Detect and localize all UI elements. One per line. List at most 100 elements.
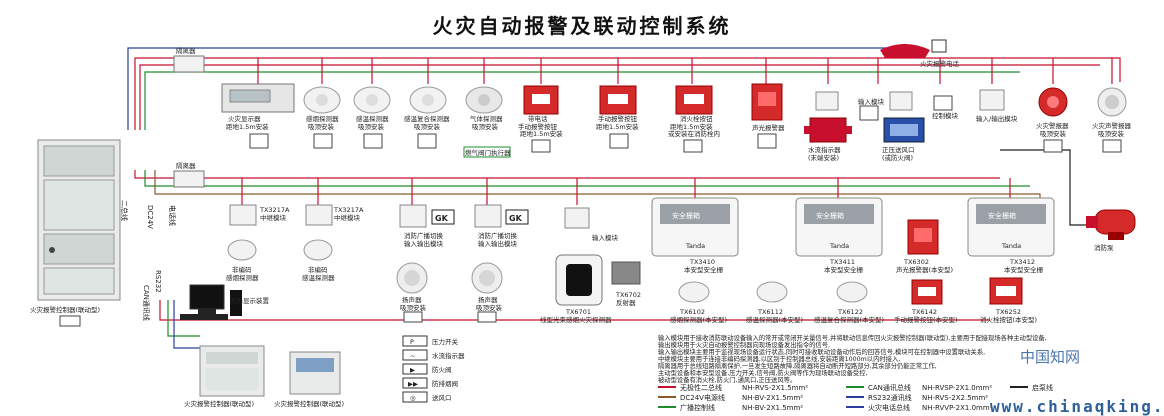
svg-text:(末端安装): (末端安装) <box>808 153 839 162</box>
bus-label-phone: 电话线 <box>168 205 177 226</box>
svg-text:NH-BV-2X1.5mm²: NH-BV-2X1.5mm² <box>742 404 803 412</box>
svg-text:正压送风口: 正压送风口 <box>882 145 915 154</box>
svg-text:感温复合探测器: 感温复合探测器 <box>404 114 450 123</box>
svg-text:输入模块用于接收消防联动设备输入的常开或常闭开关量信号,并将: 输入模块用于接收消防联动设备输入的常开或常闭开关量信号,并将联动信息传回火灾报警… <box>658 333 1047 342</box>
symbol-legend: P 压力开关 ~ 水流指示器 ▶ 防火阀 ▶▶ 防排烟阀 ◎ 送风口 <box>402 335 465 403</box>
svg-text:手动报警按钮: 手动报警按钮 <box>518 122 558 131</box>
watermark-cn: 中国知网 <box>1020 348 1080 366</box>
fire-phone-label: 火灾报警电话 <box>920 59 960 68</box>
svg-text:气体探测器: 气体探测器 <box>470 114 503 123</box>
manual-button: 手动报警按钮 距地1.5m安装 <box>596 85 639 149</box>
graphic-display: 图形显示装置 <box>180 284 270 320</box>
safety-box-3: 安全栅箱 Tanda TX3412 本安型安全栅 <box>967 197 1055 274</box>
intrinsic-button: TX6142 手动报警按钮(本安型) <box>894 279 958 324</box>
heat-detector: 感温探测器 吸顶安装 <box>353 86 391 149</box>
svg-text:感烟探测器(本安型): 感烟探测器(本安型) <box>670 315 727 324</box>
svg-text:中继模块: 中继模块 <box>260 213 287 222</box>
svg-text:被动型设备有消火栓,防火门,通风口,正压送风等。: 被动型设备有消火栓,防火门,通风口,正压送风等。 <box>658 375 796 384</box>
svg-text:输出模块用于火灾自动报警控制器向现场设备发出指令的信号,: 输出模块用于火灾自动报警控制器向现场设备发出指令的信号, <box>658 340 830 349</box>
svg-text:NH-RVS-2X2.5mm²: NH-RVS-2X2.5mm² <box>922 394 988 402</box>
svg-text:TX6252: TX6252 <box>995 308 1021 316</box>
svg-text:吸顶安装: 吸顶安装 <box>476 303 503 312</box>
bus-mid-green <box>144 170 1030 187</box>
svg-text:火灾显示器: 火灾显示器 <box>228 114 261 123</box>
beam-detector: TX6701 线型光束感烟火灾探测器 TX6702 反射器 <box>540 254 641 324</box>
svg-text:吸顶安装: 吸顶安装 <box>1098 129 1125 138</box>
svg-text:输入输出模块: 输入输出模块 <box>478 239 518 248</box>
fire-display: 火灾显示器 距地1.5m安装 <box>221 83 295 149</box>
svg-text:TX3217A: TX3217A <box>259 206 290 214</box>
svg-text:TX6102: TX6102 <box>679 308 705 316</box>
svg-text:~: ~ <box>410 352 415 360</box>
svg-text:消防广播切换: 消防广播切换 <box>404 231 444 240</box>
panel-secondary-1: 火灾报警控制器(联动型) <box>184 345 265 408</box>
svg-text:安全栅箱: 安全栅箱 <box>988 211 1016 220</box>
watermark: 中国知网 www.chinaqking.com <box>990 348 1164 416</box>
svg-text:主动型设备和本安型设备,压力开关,信号阀,防火阀等作为现场联: 主动型设备和本安型设备,压力开关,信号阀,防火阀等作为现场联动设备受控, <box>658 368 868 377</box>
svg-text:GK: GK <box>509 214 523 223</box>
svg-text:水流指示器: 水流指示器 <box>808 145 841 154</box>
fire-phone: 火灾报警电话 <box>880 39 960 68</box>
bus-mid-red <box>134 170 1000 179</box>
svg-text:手动报警按钮(本安型): 手动报警按钮(本安型) <box>894 315 958 324</box>
isolator-mid: 隔离器 <box>173 161 205 188</box>
svg-text:距地1.5m安装: 距地1.5m安装 <box>520 129 563 138</box>
drops-top <box>257 58 1113 84</box>
sound-light-intrinsic: TX6302 声光报警器(本安型) <box>896 219 953 274</box>
svg-text:吸顶安装: 吸顶安装 <box>1040 129 1067 138</box>
fire-alarm-bell: 火灾警报器 吸顶安装 <box>1036 87 1069 153</box>
intrinsic-smoke: TX6102 感烟探测器(本安型) <box>670 281 727 324</box>
svg-text:消火栓按钮: 消火栓按钮 <box>680 114 713 123</box>
svg-text:隔离器: 隔离器 <box>176 46 196 55</box>
svg-text:距地1.5m安装: 距地1.5m安装 <box>226 122 269 131</box>
svg-text:本安型安全栅: 本安型安全栅 <box>824 265 864 274</box>
svg-text:声光报警器: 声光报警器 <box>752 123 785 132</box>
svg-text:防火阀: 防火阀 <box>432 365 452 374</box>
svg-text:带电话: 带电话 <box>528 114 548 123</box>
intrinsic-heat: TX6112 感温探测器(本安型) <box>746 281 803 324</box>
svg-text:TX3411: TX3411 <box>829 258 855 266</box>
sound-light-alarm: 声光报警器 <box>751 83 785 149</box>
svg-text:火灾警报器: 火灾警报器 <box>1036 121 1069 130</box>
svg-text:TX3217A: TX3217A <box>333 206 364 214</box>
io-module: 输入/输出模块 <box>976 89 1018 123</box>
svg-text:安全栅箱: 安全栅箱 <box>816 211 844 220</box>
svg-text:TX3410: TX3410 <box>689 258 715 266</box>
broadcast-module-2: GK 消防广播切换 输入输出模块 扬声器 吸顶安装 <box>471 204 529 323</box>
svg-text:吸顶安装: 吸顶安装 <box>308 122 335 131</box>
fire-pump: 消防泵 <box>1086 209 1136 252</box>
svg-text:感温探测器: 感温探测器 <box>302 273 335 282</box>
watermark-url: www.chinaqking.com <box>990 397 1164 416</box>
pressure-outlet: 正压送风口 (或防火阀) 控制模块 <box>882 91 959 162</box>
svg-text:TX3412: TX3412 <box>1009 258 1035 266</box>
svg-text:DC24V电源线: DC24V电源线 <box>680 393 725 402</box>
svg-text:扬声器: 扬声器 <box>478 295 498 304</box>
svg-text:TX6112: TX6112 <box>757 308 783 316</box>
svg-text:扬声器: 扬声器 <box>402 295 422 304</box>
svg-text:非编码: 非编码 <box>308 265 328 274</box>
svg-text:火灾报警控制器(联动型): 火灾报警控制器(联动型) <box>184 399 254 408</box>
svg-text:RS232通讯线: RS232通讯线 <box>868 393 912 402</box>
svg-text:消防广播切换: 消防广播切换 <box>478 231 518 240</box>
intrinsic-hydrant: TX6252 消火栓按钮(本安型) <box>980 277 1037 324</box>
svg-text:压力开关: 压力开关 <box>432 337 459 346</box>
svg-text:反射器: 反射器 <box>616 298 636 307</box>
svg-text:火灾声警报器: 火灾声警报器 <box>1092 121 1132 130</box>
svg-text:水流指示器: 水流指示器 <box>432 351 465 360</box>
svg-text:隔离器: 隔离器 <box>176 161 196 170</box>
main-control-panel: 火灾报警控制器(联动型) <box>30 139 121 327</box>
svg-text:安全栅箱: 安全栅箱 <box>672 211 700 220</box>
svg-text:启泵线: 启泵线 <box>1032 383 1053 392</box>
svg-text:本安型安全栅: 本安型安全栅 <box>1004 265 1044 274</box>
panel-label: 火灾报警控制器(联动型) <box>30 305 100 314</box>
svg-text:感温探测器(本安型): 感温探测器(本安型) <box>746 315 803 324</box>
svg-text:▶▶: ▶▶ <box>408 380 418 388</box>
svg-text:输入模块: 输入模块 <box>858 97 885 106</box>
bus-mid-brown <box>154 170 1041 200</box>
bus-label-can: CAN通讯线 <box>142 285 151 321</box>
svg-text:吸顶安装: 吸顶安装 <box>400 303 427 312</box>
bus-label-dc24v: DC24V <box>146 205 154 229</box>
intrinsic-combo: TX6122 感温复合探测器(本安型) <box>814 281 884 324</box>
